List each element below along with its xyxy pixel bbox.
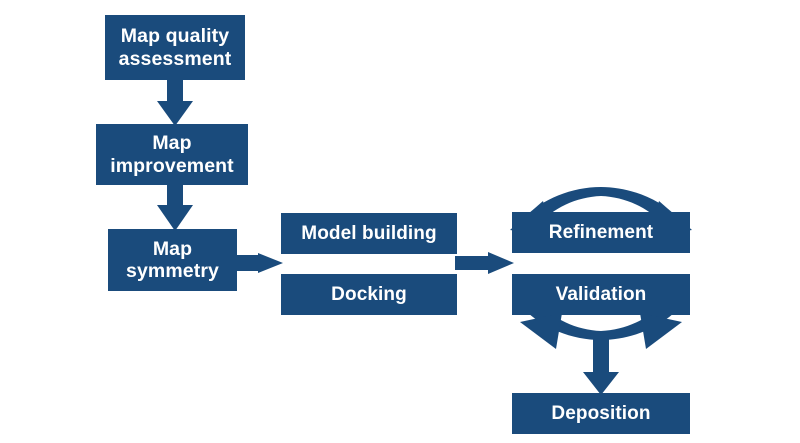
node-label: Map symmetry	[126, 237, 219, 282]
node-label: Validation	[555, 283, 647, 305]
node-label: Model building	[301, 222, 437, 244]
node-map-quality-assessment[interactable]: Map quality assessment	[105, 15, 245, 80]
node-validation[interactable]: Validation	[512, 274, 690, 315]
arrow-improvement-to-symmetry	[157, 183, 193, 231]
node-deposition[interactable]: Deposition	[512, 393, 690, 434]
arrow-symmetry-to-building	[235, 253, 283, 273]
node-label: Refinement	[548, 221, 654, 243]
node-label: Docking	[331, 283, 407, 305]
node-map-symmetry[interactable]: Map symmetry	[108, 229, 237, 291]
node-label: Map improvement	[110, 132, 234, 177]
node-map-improvement[interactable]: Map improvement	[96, 124, 248, 185]
arrow-building-to-refinement	[455, 252, 514, 274]
arrow-validation-to-deposition	[583, 335, 619, 395]
node-label: Map quality assessment	[118, 25, 232, 70]
arrow-quality-to-improvement	[157, 78, 193, 126]
node-model-building[interactable]: Model building	[281, 213, 457, 254]
node-refinement[interactable]: Refinement	[512, 212, 690, 253]
node-docking[interactable]: Docking	[281, 274, 457, 315]
node-label: Deposition	[551, 402, 651, 424]
